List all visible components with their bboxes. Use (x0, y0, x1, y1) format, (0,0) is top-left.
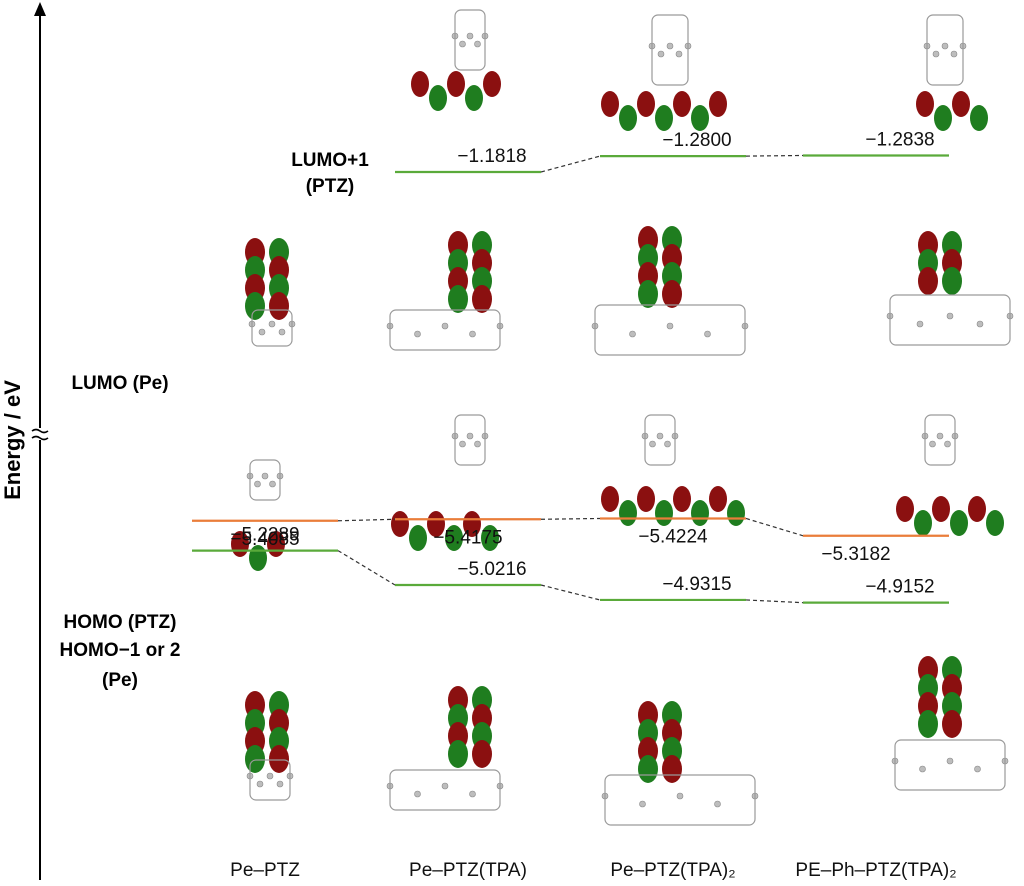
energy-value-label: −5.0216 (457, 559, 526, 580)
orbital-lobes (638, 701, 682, 783)
molecule-skeleton (648, 14, 692, 86)
molecule-skeleton (601, 774, 759, 826)
level-connectors (337, 154, 804, 604)
orbital-lobes (896, 496, 1004, 536)
molecule-name: PE–Ph–PTZ(TPA)₂ (795, 860, 956, 881)
axis-title: Energy / eV (0, 380, 25, 500)
molecule-skeleton (923, 14, 967, 86)
energy-values: −1.1818−1.2800−1.2838−2.4654−2.4741−2.48… (230, 129, 934, 598)
molecule-names: Pe–PTZ Pe–PTZ(TPA) Pe–PTZ(TPA)₂ PE–Ph–PTZ(T… (230, 860, 956, 881)
molecule-skeleton (921, 414, 959, 466)
energy-axis: Energy / eV (0, 2, 49, 880)
level-connector (745, 517, 804, 537)
molecule-skeleton (886, 294, 1014, 346)
orbital-lobes (245, 238, 289, 320)
energy-levels (192, 154, 949, 604)
molecule-skeleton (891, 739, 1009, 791)
energy-value-label: −1.2838 (865, 129, 934, 150)
molecule-name: Pe–PTZ (230, 860, 300, 881)
molecule-name: Pe–PTZ(TPA) (409, 860, 527, 881)
molecule-skeleton (246, 459, 284, 501)
molecule-skeleton (451, 414, 489, 466)
label-lumo1-line2: (PTZ) (306, 176, 355, 197)
orbital-lobes (411, 71, 501, 111)
label-homo12-line1: HOMO−1 or 2 (60, 640, 181, 661)
orbital-lobes (448, 686, 492, 768)
label-lumo1-line1: LUMO+1 (291, 150, 369, 171)
orbital-lobes (601, 486, 745, 526)
molecule-skeleton (386, 769, 504, 811)
label-homo: HOMO (PTZ) (64, 612, 177, 633)
energy-value-label: −5.2289 (230, 525, 299, 546)
orbital-lobes (601, 91, 727, 131)
molecule-skeleton (641, 414, 679, 466)
energy-value-label: −5.4085 (230, 529, 299, 550)
level-connector (540, 584, 601, 601)
energy-value-label: −5.4175 (433, 527, 502, 548)
energy-value-label: −5.4224 (638, 526, 708, 547)
level-connector (745, 154, 804, 157)
level-labels: LUMO+1 (PTZ) LUMO (Pe) HOMO (PTZ) HOMO−1… (60, 150, 370, 691)
energy-value-label: −1.2800 (662, 130, 731, 151)
energy-value-label: −5.3182 (821, 544, 890, 565)
energy-value-label: −4.9152 (865, 577, 934, 598)
molecule-skeleton (386, 309, 504, 351)
orbital-lobes (245, 691, 289, 773)
level-connector (540, 155, 601, 173)
axis-arrow-icon (34, 2, 46, 16)
orbital-lobes (918, 231, 962, 295)
label-homo12-line2: (Pe) (102, 670, 138, 691)
molecule-skeleton (248, 309, 296, 347)
orbital-lobes (391, 511, 499, 551)
label-lumo: LUMO (Pe) (71, 373, 168, 394)
orbital-lobes (918, 656, 962, 738)
orbital-lobes (638, 226, 682, 308)
molecule-skeleton (451, 9, 489, 71)
level-connector (337, 550, 396, 586)
molecule-name: Pe–PTZ(TPA)₂ (610, 860, 735, 881)
level-connector (745, 599, 804, 604)
level-connector (540, 517, 601, 520)
orbital-lobes (916, 91, 988, 131)
energy-value-label: −1.1818 (457, 146, 526, 167)
molecule-skeleton (591, 304, 749, 356)
energy-value-label: −4.9315 (662, 574, 731, 595)
level-connector (337, 518, 396, 522)
molecule-skeleton (246, 759, 294, 801)
axis-break-icon (31, 428, 49, 434)
orbital-images (231, 9, 1014, 826)
orbital-lobes (448, 231, 492, 313)
